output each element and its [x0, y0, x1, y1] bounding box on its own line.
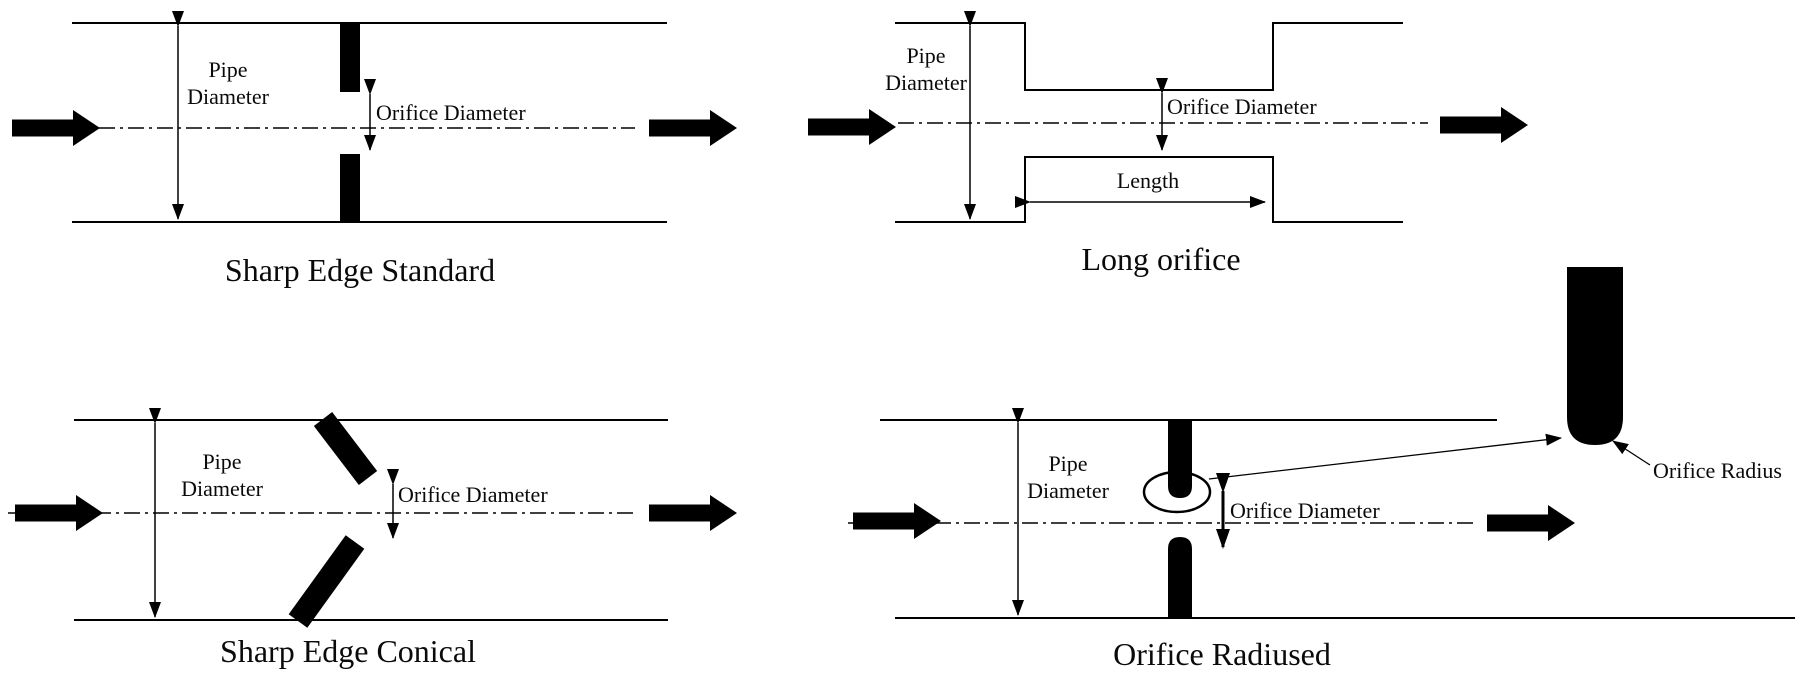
flow-arrow-in: [808, 109, 896, 145]
pipe-wall-top: [895, 22, 1403, 91]
conical-plate-top: [313, 412, 378, 485]
flow-arrow-out: [1440, 107, 1528, 143]
flow-arrow-in: [12, 110, 100, 146]
radius-zoom-ellipse: [1142, 470, 1212, 514]
diagram-sharp-edge-standard: [12, 11, 737, 223]
flow-arrow-in: [853, 503, 941, 539]
flow-arrow-in: [15, 495, 103, 531]
pipe-wall-bottom: [895, 156, 1403, 223]
callout-line-label-to-detail: [1612, 440, 1651, 466]
callout-line-ellipse-to-detail: [1208, 433, 1562, 480]
orifice-diameter-label: Orifice Diameter: [398, 482, 548, 507]
caption-orifice-radiused: Orifice Radiused: [1113, 636, 1331, 672]
orifice-diameter-label: Orifice Diameter: [376, 100, 526, 125]
orifice-diameter-label: Orifice Diameter: [1230, 498, 1380, 523]
caption-long-orifice: Long orifice: [1081, 241, 1241, 277]
orifice-radius-detail-plate: [1567, 267, 1623, 445]
flow-arrow-out: [649, 110, 737, 146]
pipe-diameter-label: Pipe Diameter: [187, 57, 269, 109]
diagram-orifice-radiused: [848, 267, 1795, 619]
flow-arrow-out: [649, 495, 737, 531]
length-label: Length: [1116, 168, 1180, 193]
orifice-plate-top: [340, 24, 360, 92]
flow-arrow-out: [1487, 505, 1575, 541]
diagram-sharp-edge-conical: [8, 408, 737, 628]
diagram-long-orifice: [808, 11, 1528, 223]
orifice-radius-label: Orifice Radius: [1653, 458, 1782, 483]
radiused-plate-bottom: [1168, 537, 1192, 618]
conical-plate-bottom: [288, 535, 365, 628]
pipe-diameter-label: Pipe Diameter: [885, 43, 967, 95]
caption-sharp-edge-standard: Sharp Edge Standard: [224, 252, 496, 288]
orifice-diameter-label: Orifice Diameter: [1167, 94, 1317, 119]
pipe-diameter-label: Pipe Diameter: [181, 449, 263, 501]
orifice-plate-bottom: [340, 154, 360, 221]
radiused-plate-top: [1168, 420, 1192, 498]
caption-sharp-edge-conical: Sharp Edge Conical: [220, 633, 476, 669]
pipe-diameter-label: Pipe Diameter: [1027, 451, 1109, 503]
